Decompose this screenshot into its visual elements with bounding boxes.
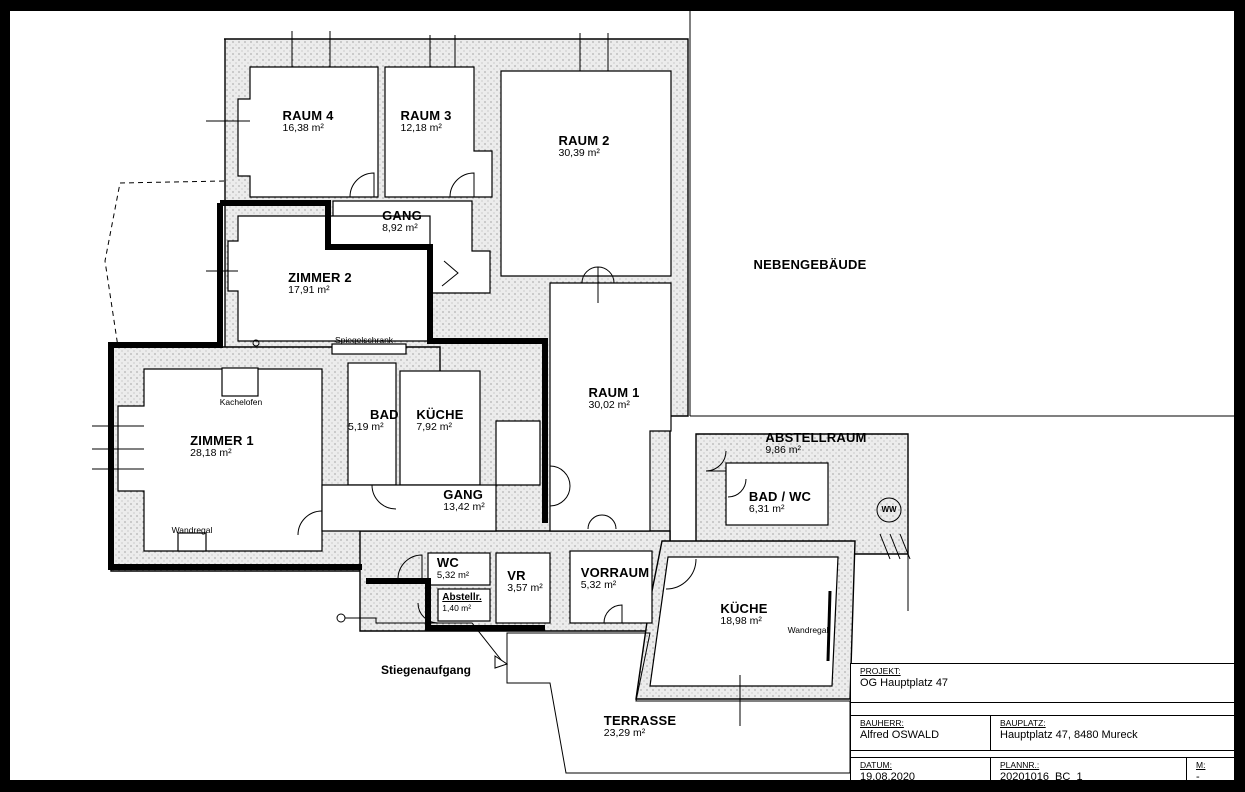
- room-kueche-large: KÜCHE 18,98 m²: [720, 601, 767, 627]
- room-area: 5,32 m²: [436, 570, 470, 581]
- room-area: 5,32 m²: [580, 579, 617, 591]
- gang-mid-outline: [321, 420, 541, 532]
- room-gang-top: GANG 8,92 m²: [382, 208, 422, 234]
- bauherr-label: BAUHERR:: [860, 718, 904, 728]
- room-area: 12,18 m²: [400, 122, 442, 134]
- room-vr: VR 3,57 m²: [507, 568, 543, 594]
- kueche-small-outline: [399, 370, 481, 486]
- room-area: 16,38 m²: [282, 122, 324, 134]
- room-name: ABSTELLRAUM: [765, 430, 867, 445]
- room-area: 1,40 m²: [442, 603, 472, 613]
- room-zimmer1: ZIMMER 1 28,18 m²: [190, 433, 254, 459]
- room-name: RAUM 1: [588, 385, 640, 400]
- plan-sheet: RAUM 4 16,38 m² RAUM 3 12,18 m² RAUM 2 3…: [10, 11, 1234, 780]
- room-area: 30,39 m²: [558, 147, 600, 159]
- room-name: BAD: [370, 407, 399, 422]
- bad-wc-outline: [725, 462, 829, 526]
- bauherr-value: Alfred OSWALD: [860, 729, 940, 741]
- room-name: RAUM 4: [282, 108, 334, 123]
- room-area: 28,18 m²: [190, 447, 232, 459]
- room-name: RAUM 2: [558, 133, 610, 148]
- room-name: WC: [436, 555, 459, 570]
- room-vorraum: VORRAUM 5,32 m²: [581, 565, 650, 591]
- room-area: 30,02 m²: [588, 399, 630, 411]
- wc-outline: [427, 552, 491, 586]
- water-heater-symbol: [876, 497, 902, 523]
- room-name: GANG: [443, 487, 484, 502]
- title-row-projekt: PROJEKT: OG Hauptplatz 47: [851, 664, 1234, 703]
- raum1-outline: [549, 282, 672, 532]
- room-kueche-small: KÜCHE 7,92 m²: [416, 407, 463, 433]
- wandregal-right-label: Wandregal: [787, 625, 829, 635]
- room-area: 3,57 m²: [507, 582, 543, 594]
- room-area: 18,98 m²: [720, 615, 762, 627]
- datum-value: 19.08.2020: [860, 771, 916, 780]
- room-wc: WC 5,32 m²: [437, 555, 469, 581]
- plannr-label: PLANNR.:: [1000, 760, 1040, 770]
- room-area: 23,29 m²: [603, 727, 646, 739]
- title-block: PROJEKT: OG Hauptplatz 47 BAUHERR: Alfre…: [850, 663, 1234, 780]
- title-row-datum: DATUM: 19.08.2020 PLANNR.: 20201016_BC_1…: [851, 757, 1234, 780]
- room-name: TERRASSE: [603, 713, 677, 728]
- nebengebaeude-label: NEBENGEBÄUDE: [753, 257, 867, 272]
- bad-outline: [347, 362, 397, 486]
- room-name: KÜCHE: [416, 407, 464, 422]
- projekt-value: OG Hauptplatz 47: [860, 677, 949, 689]
- spiegelschrank-label: Spiegelschrank: [334, 335, 394, 345]
- room-name: GANG: [382, 208, 422, 223]
- floor-plan-drawing: [92, 11, 1234, 774]
- room-area: 13,42 m²: [443, 501, 485, 513]
- room-area: 9,86 m²: [765, 444, 802, 456]
- room-zimmer2: ZIMMER 2 17,91 m²: [288, 270, 352, 296]
- title-row-bauherr: BAUHERR: Alfred OSWALD BAUPLATZ: Hauptpl…: [851, 715, 1234, 751]
- projekt-label: PROJEKT:: [860, 666, 901, 676]
- kueche-large-outline: [649, 556, 839, 687]
- room-name: BAD / WC: [748, 489, 812, 504]
- room-raum1: RAUM 1 30,02 m²: [588, 385, 639, 411]
- room-gang-mid: GANG 13,42 m²: [443, 487, 484, 513]
- raum2-outline: [500, 70, 672, 277]
- kachelofen-label: Kachelofen: [219, 397, 263, 407]
- bauplatz-value: Hauptplatz 47, 8480 Mureck: [1000, 729, 1138, 741]
- bauplatz-label: BAUPLATZ:: [1000, 718, 1046, 728]
- ww-label: WW: [881, 505, 897, 514]
- room-raum2: RAUM 2 30,39 m²: [558, 133, 609, 159]
- room-name: KÜCHE: [720, 601, 768, 616]
- raum3-outline: [384, 66, 493, 198]
- zimmer1-outline: [117, 368, 323, 552]
- room-bad: BAD 5,19 m²: [348, 407, 399, 433]
- room-name: ZIMMER 1: [190, 433, 254, 448]
- vr-outline: [495, 552, 551, 624]
- datum-label: DATUM:: [860, 760, 892, 770]
- wandregal-left-label: Wandregal: [171, 525, 213, 535]
- m-label: M:: [1196, 760, 1206, 770]
- m-value: -: [1196, 771, 1200, 780]
- room-name: VR: [507, 568, 526, 583]
- room-name: Abstellr.: [442, 592, 482, 603]
- room-abstellr: Abstellr. 1,40 m²: [442, 592, 481, 613]
- abstellr-outline: [437, 588, 491, 622]
- room-area: 5,19 m²: [348, 421, 384, 433]
- room-name: RAUM 3: [400, 108, 452, 123]
- room-bad-wc: BAD / WC 6,31 m²: [749, 489, 811, 515]
- room-area: 7,92 m²: [416, 421, 452, 433]
- room-area: 17,91 m²: [288, 284, 330, 296]
- room-terrasse: TERRASSE 23,29 m²: [604, 713, 676, 739]
- plannr-value: 20201016_BC_1: [1000, 771, 1083, 780]
- room-name: VORRAUM: [580, 565, 650, 580]
- stiegenaufgang-label: Stiegenaufgang: [380, 663, 472, 677]
- room-area: 6,31 m²: [748, 503, 785, 515]
- vorraum-outline: [569, 550, 653, 624]
- room-name: ZIMMER 2: [288, 270, 352, 285]
- room-raum3: RAUM 3 12,18 m²: [400, 108, 451, 134]
- room-raum4: RAUM 4 16,38 m²: [282, 108, 333, 134]
- raum4-outline: [237, 66, 379, 198]
- room-abstellraum: ABSTELLRAUM 9,86 m²: [765, 430, 866, 456]
- room-area: 8,92 m²: [382, 222, 418, 234]
